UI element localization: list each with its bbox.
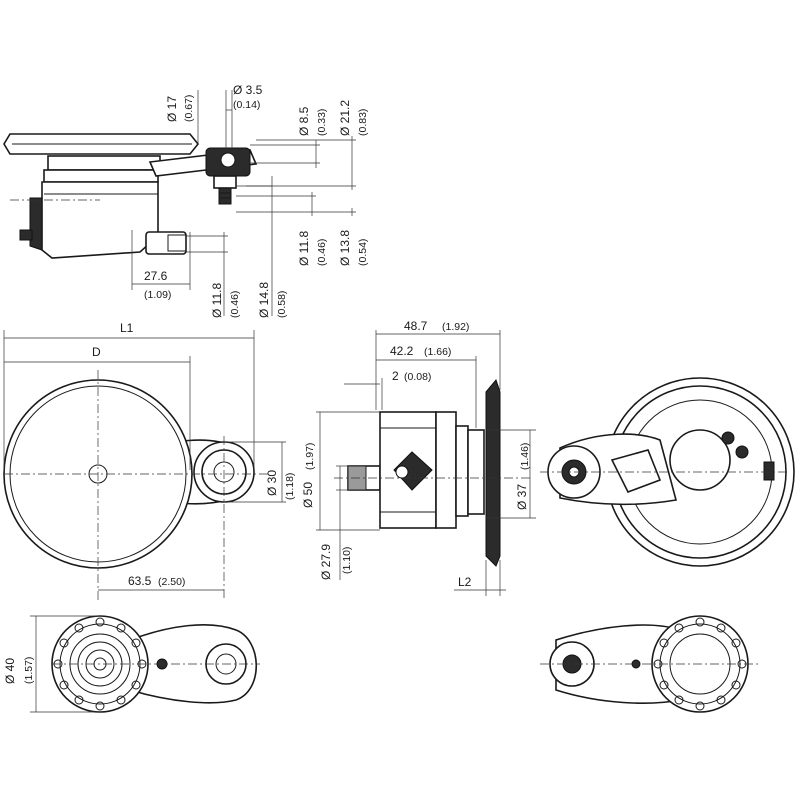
w2-inch-label: (0.08) (404, 371, 431, 383)
d50-label: Ø 50 (301, 482, 315, 508)
d279-inch-label: (1.10) (341, 547, 353, 574)
front-view: L1 D Ø 30 (1.18) 63.5 (2.50) (3, 321, 296, 600)
w635-inch-label: (2.50) (158, 576, 185, 588)
w487-label: 48.7 (404, 319, 428, 333)
w487-inch-label: (1.92) (442, 321, 469, 333)
bottom-left-view: Ø 40 (1.57) (3, 615, 260, 713)
w422-label: 42.2 (390, 344, 414, 358)
d37-inch-label: (1.46) (519, 443, 531, 470)
w635-label: 63.5 (128, 574, 152, 588)
d40-label: Ø 40 (3, 658, 17, 684)
d212-inch-label: (0.83) (357, 109, 369, 136)
d17-inch-label: (0.67) (183, 95, 195, 122)
w422-inch-label: (1.66) (424, 346, 451, 358)
bottom-right-view (540, 615, 760, 713)
rear-shaft-hub (669, 429, 731, 491)
d37-label: Ø 37 (515, 484, 529, 510)
wheel-disc-edge (485, 378, 501, 567)
L2-label: L2 (458, 575, 472, 589)
section-view: 48.7 (1.92) 42.2 (1.66) 2 (0.08) Ø 50 (1… (301, 319, 536, 596)
d17-label: Ø 17 (165, 96, 179, 122)
d35-inch-label: (0.14) (233, 99, 260, 111)
d118-bottom-label: Ø 11.8 (210, 283, 224, 318)
d50-inch-label: (1.97) (304, 443, 316, 470)
d40-inch-label: (1.57) (23, 657, 35, 684)
side-view: Ø 17 (0.67) Ø 3.5 (0.14) Ø 8.5 (0.33) Ø … (3, 83, 369, 318)
fixing-screw (218, 187, 232, 205)
w2-label: 2 (392, 369, 399, 383)
L1-label: L1 (120, 321, 134, 335)
d85-inch-label: (0.33) (316, 109, 328, 136)
w276-label: 27.6 (144, 269, 168, 283)
D-label: D (92, 345, 101, 359)
d138-inch-label: (0.54) (357, 239, 369, 266)
encoder-body (41, 181, 159, 259)
d118-right-inch-label: (0.46) (316, 239, 328, 266)
d85-label: Ø 8.5 (297, 106, 311, 136)
d30-label: Ø 30 (265, 470, 279, 496)
wheel-hub (47, 155, 161, 171)
d30-inch-label: (1.18) (284, 473, 296, 500)
d212-label: Ø 21.2 (338, 100, 352, 136)
d279-label: Ø 27.9 (319, 544, 333, 580)
d148-label: Ø 14.8 (257, 282, 271, 318)
d118-bottom-inch-label: (0.46) (229, 291, 241, 318)
w276-inch-label: (1.09) (144, 289, 171, 301)
d148-inch-label: (0.58) (276, 291, 288, 318)
d138-label: Ø 13.8 (338, 230, 352, 266)
d35-label: Ø 3.5 (233, 83, 263, 97)
d118-right-label: Ø 11.8 (297, 231, 311, 266)
rear-view (540, 377, 795, 567)
cable-exit (393, 451, 433, 491)
